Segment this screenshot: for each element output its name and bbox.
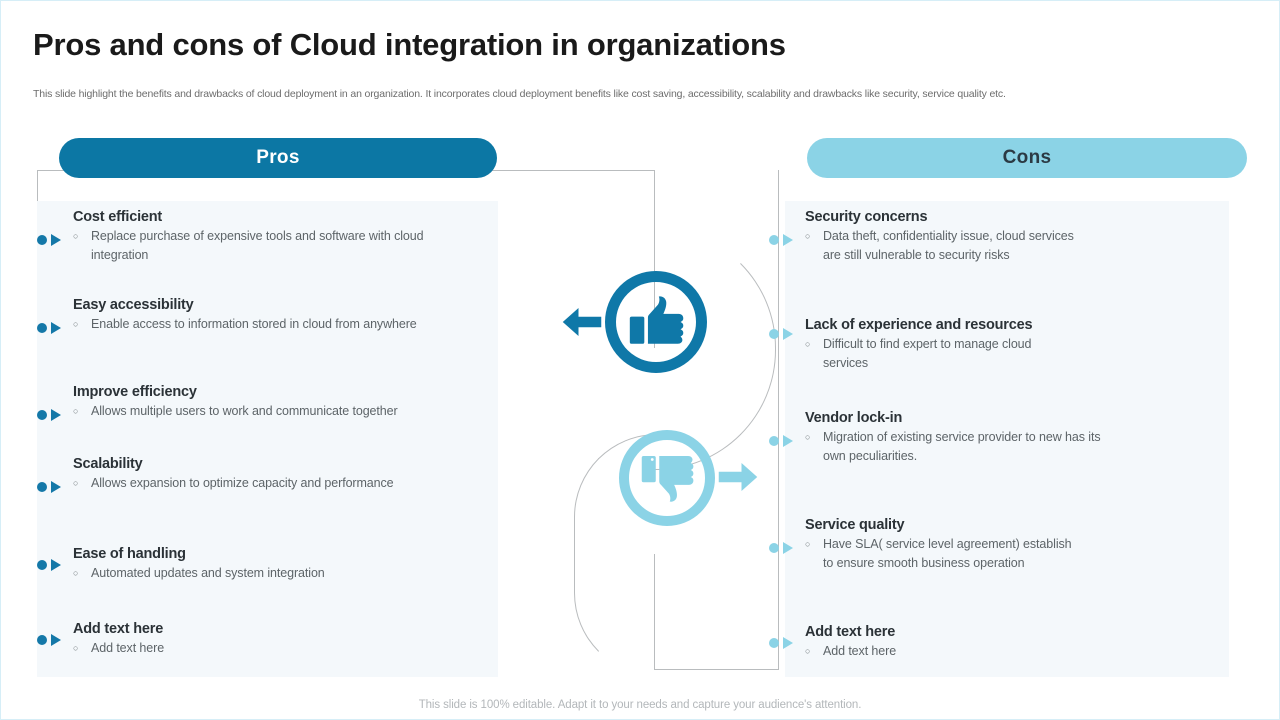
cons-bottom-connector: [654, 669, 778, 670]
item-title: Security concerns: [805, 209, 928, 225]
bullet-triangle-icon: [51, 559, 61, 571]
center-bottom-connector: [654, 554, 655, 669]
bullet-triangle-icon: [783, 542, 793, 554]
bullet-triangle-icon: [51, 481, 61, 493]
arrow-right-icon: [717, 459, 759, 495]
bullet-marker: [37, 233, 71, 247]
bullet-dot-icon: [769, 235, 779, 245]
bullet-triangle-icon: [783, 328, 793, 340]
bullet-dot-icon: [37, 410, 47, 420]
thumbs-down-icon: [640, 449, 696, 505]
item-detail: Data theft, confidentiality issue, cloud…: [805, 227, 1081, 264]
bullet-marker: [769, 233, 803, 247]
bullet-marker: [37, 321, 71, 335]
item-detail: Migration of existing service provider t…: [805, 428, 1105, 465]
arrow-left-icon: [561, 304, 603, 340]
bullet-dot-icon: [769, 436, 779, 446]
item-detail: Have SLA( service level agreement) estab…: [805, 535, 1073, 572]
thumbs-down-ring: [619, 430, 715, 526]
bullet-marker: [37, 480, 71, 494]
pros-header-label: Pros: [256, 147, 300, 168]
bullet-triangle-icon: [51, 409, 61, 421]
list-item[interactable]: Vendor lock-in Migration of existing ser…: [769, 410, 1199, 465]
item-title: Service quality: [805, 517, 905, 533]
item-title: Easy accessibility: [73, 297, 194, 313]
bullet-marker: [37, 558, 71, 572]
item-detail: Automated updates and system integration: [73, 564, 457, 583]
bullet-triangle-icon: [51, 234, 61, 246]
list-item[interactable]: Lack of experience and resources Difficu…: [769, 317, 1199, 372]
bullet-dot-icon: [37, 235, 47, 245]
list-item[interactable]: Scalability Allows expansion to optimize…: [37, 456, 457, 493]
item-title: Cost efficient: [73, 209, 163, 225]
item-detail: Difficult to find expert to manage cloud…: [805, 335, 1063, 372]
footer-note: This slide is 100% editable. Adapt it to…: [418, 699, 862, 711]
slide-subtitle: This slide highlight the benefits and dr…: [33, 88, 1006, 100]
bullet-marker: [769, 434, 803, 448]
bullet-dot-icon: [37, 635, 47, 645]
bullet-triangle-icon: [51, 634, 61, 646]
item-title: Add text here: [73, 621, 164, 637]
item-detail: Enable access to information stored in c…: [73, 315, 457, 334]
cons-header-label: Cons: [1002, 147, 1052, 168]
bullet-triangle-icon: [783, 435, 793, 447]
item-detail: Add text here: [805, 642, 1199, 661]
bullet-dot-icon: [37, 560, 47, 570]
item-title: Improve efficiency: [73, 384, 197, 400]
bullet-triangle-icon: [51, 322, 61, 334]
item-detail: Allows expansion to optimize capacity an…: [73, 474, 457, 493]
bullet-dot-icon: [37, 482, 47, 492]
item-detail: Allows multiple users to work and commun…: [73, 402, 457, 421]
list-item[interactable]: Improve efficiency Allows multiple users…: [37, 384, 457, 421]
list-item[interactable]: Add text here Add text here: [37, 621, 457, 658]
list-item[interactable]: Service quality Have SLA( service level …: [769, 517, 1199, 572]
item-title: Vendor lock-in: [805, 410, 903, 426]
cons-header-pill[interactable]: Cons: [807, 138, 1247, 178]
bullet-dot-icon: [769, 638, 779, 648]
bullet-dot-icon: [37, 323, 47, 333]
bullet-marker: [769, 327, 803, 341]
cons-spine-line: [778, 170, 779, 670]
bullet-marker: [769, 636, 803, 650]
page-title: Pros and cons of Cloud integration in or…: [33, 27, 786, 62]
bullet-dot-icon: [769, 543, 779, 553]
item-title: Lack of experience and resources: [805, 317, 1033, 333]
thumbs-up-icon: [628, 293, 686, 351]
item-detail: Add text here: [73, 639, 457, 658]
item-title: Add text here: [805, 624, 896, 640]
bullet-marker: [769, 541, 803, 555]
bullet-marker: [37, 408, 71, 422]
bullet-triangle-icon: [783, 234, 793, 246]
thumbs-up-ring: [605, 271, 707, 373]
bullet-dot-icon: [769, 329, 779, 339]
item-detail: Replace purchase of expensive tools and …: [73, 227, 457, 264]
item-title: Ease of handling: [73, 546, 186, 562]
list-item[interactable]: Add text here Add text here: [769, 624, 1199, 661]
list-item[interactable]: Cost efficient Replace purchase of expen…: [37, 209, 457, 264]
bullet-triangle-icon: [783, 637, 793, 649]
pros-panel: [37, 201, 498, 677]
pros-header-pill[interactable]: Pros: [59, 138, 497, 178]
list-item[interactable]: Security concerns Data theft, confidenti…: [769, 209, 1199, 264]
list-item[interactable]: Ease of handling Automated updates and s…: [37, 546, 457, 583]
bullet-marker: [37, 633, 71, 647]
list-item[interactable]: Easy accessibility Enable access to info…: [37, 297, 457, 334]
item-title: Scalability: [73, 456, 143, 472]
